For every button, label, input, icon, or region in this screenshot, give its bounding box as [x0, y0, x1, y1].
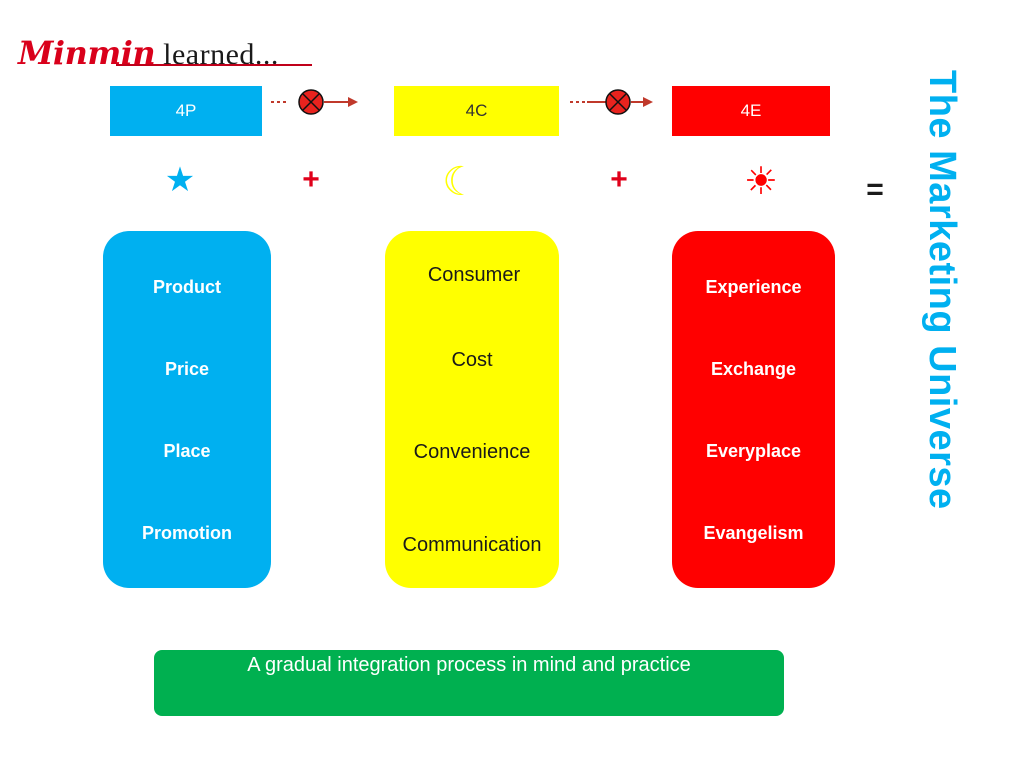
star-icon: ★ — [164, 161, 196, 199]
header-4c: 4C — [394, 86, 559, 136]
logo-sub-text: learned... — [163, 38, 279, 71]
column-4p — [103, 231, 271, 588]
item-place: Place — [163, 441, 211, 461]
item-product: Product — [152, 277, 221, 297]
diagram-title: The Marketing Universe — [921, 70, 963, 510]
item-communication: Communication — [402, 534, 542, 556]
plus-icon: + — [610, 163, 628, 196]
logo: Minmin learned... — [18, 22, 279, 72]
item-convenience: Convenience — [413, 441, 531, 463]
equals-icon: = — [866, 173, 884, 206]
column-4c — [385, 231, 559, 588]
item-everyplace: Everyplace — [705, 441, 802, 461]
logo-underline — [116, 64, 312, 66]
footer-text: A gradual integration process in mind an… — [247, 654, 691, 676]
item-price: Price — [164, 359, 210, 379]
footer-banner: A gradual integration process in mind an… — [154, 650, 784, 716]
blocked-arrow-icon — [271, 89, 358, 115]
header-4p: 4P — [110, 86, 262, 136]
vertical-title-container: The Marketing Universe — [912, 70, 972, 580]
item-consumer: Consumer — [427, 264, 521, 286]
item-evangelism: Evangelism — [703, 523, 804, 543]
logo-main-text: Minmin — [18, 34, 156, 72]
moon-icon: ☾ — [442, 160, 478, 204]
item-cost: Cost — [451, 349, 493, 371]
sun-icon: ☀ — [743, 161, 779, 203]
blocked-arrow-icon — [570, 89, 653, 115]
header-4e: 4E — [672, 86, 830, 136]
item-experience: Experience — [705, 277, 802, 297]
item-exchange: Exchange — [710, 359, 797, 379]
plus-icon: + — [302, 163, 320, 196]
column-4e — [672, 231, 835, 588]
item-promotion: Promotion — [142, 523, 232, 543]
